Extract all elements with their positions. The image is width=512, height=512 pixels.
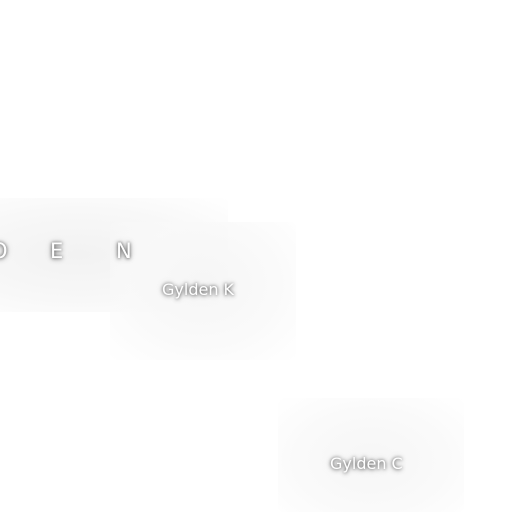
tile-panel-gylden-c[interactable] [278,398,464,512]
tile-caption[interactable]: Gylden C [330,454,403,473]
banner-letter: N [116,239,132,263]
tile-caption[interactable]: Gylden K [162,280,235,299]
tile-panel-gylden-k[interactable] [110,222,296,360]
banner-letter: E [50,239,64,263]
banner-letter: O [0,241,8,262]
